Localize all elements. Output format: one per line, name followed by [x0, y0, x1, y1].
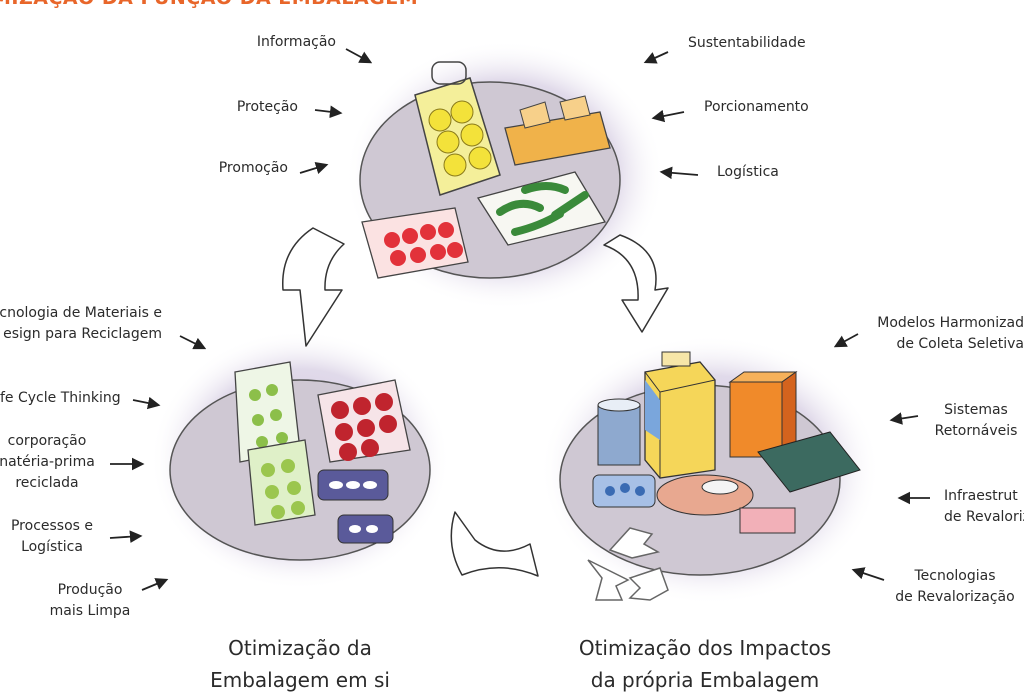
- arrow-icon: [889, 412, 919, 425]
- caption-impactos-embalagem: Otimização dos Impactos da própria Embal…: [578, 636, 832, 692]
- strawberry-box-icon: [361, 207, 469, 279]
- label-protecao: Proteção: [236, 99, 298, 115]
- arrow-icon: [141, 578, 169, 591]
- snack-bag-icon: [757, 431, 861, 493]
- pea-bag-icon: [247, 439, 316, 526]
- cycle-arrow-icon: [282, 227, 669, 577]
- egg-carton-icon: [504, 95, 611, 166]
- page-title: MIZAÇÃO DA FUNÇÃO DA EMBALAGEM: [0, 0, 418, 9]
- lemon-bag-icon: [414, 61, 501, 196]
- recycle-icon: [587, 527, 669, 601]
- arrow-icon: [851, 567, 885, 581]
- arrow-icon: [345, 48, 373, 64]
- right-cluster-illustration: [540, 335, 880, 605]
- label-logistica-top: Logística: [717, 164, 779, 180]
- arrow-icon: [651, 109, 685, 123]
- pepper-tray-icon: [476, 171, 607, 246]
- arrow-icon: [132, 396, 161, 410]
- label-informacao: Informação: [256, 34, 336, 50]
- milk-carton-icon: [644, 351, 716, 479]
- label-infraestrutura: Infraestrut de Revaloriz: [944, 488, 1024, 525]
- label-tecnologia-materiais: cnologia de Materiais e esign para Recic…: [0, 305, 162, 342]
- label-life-cycle-thinking: fe Cycle Thinking: [0, 390, 121, 406]
- label-producao-limpa: Produção mais Limpa: [49, 582, 131, 619]
- top-cluster-illustration: [345, 40, 665, 310]
- label-sustentabilidade: Sustentabilidade: [688, 35, 806, 51]
- left-cluster-illustration: [150, 330, 450, 590]
- label-tecnologias-revalorizacao: Tecnologias de Revalorização: [895, 568, 1015, 605]
- label-processos-logistica: Processos e Logística: [10, 518, 94, 555]
- can-icon: [597, 398, 641, 466]
- arrow-icon: [299, 161, 329, 174]
- pointer-arrows: [109, 48, 930, 591]
- pill-pack-icon: [317, 469, 394, 544]
- arrow-icon: [314, 105, 343, 119]
- small-box-icon: [739, 507, 796, 534]
- arrow-icon: [109, 530, 143, 543]
- label-porcionamento: Porcionamento: [704, 99, 809, 115]
- arrow-icon: [179, 335, 207, 350]
- arrow-icon: [659, 166, 699, 180]
- label-sistemas-retornaveis: Sistemas Retornáveis: [934, 402, 1018, 439]
- orange-box-icon: [728, 371, 798, 458]
- arrow-icon: [833, 333, 859, 348]
- label-promocao: Promoção: [218, 160, 288, 176]
- label-incorporacao: corporação natéria-prima reciclada: [0, 433, 95, 491]
- caption-embalagem-em-si: Otimização da Embalagem em si: [210, 636, 390, 692]
- blister-berry-icon: [317, 379, 411, 463]
- arrow-icon: [643, 51, 669, 64]
- sardine-can-icon: [656, 474, 754, 516]
- label-modelos-harmonizados: Modelos Harmonizad de Coleta Seletiva: [877, 315, 1024, 352]
- blue-blister-icon: [592, 474, 656, 508]
